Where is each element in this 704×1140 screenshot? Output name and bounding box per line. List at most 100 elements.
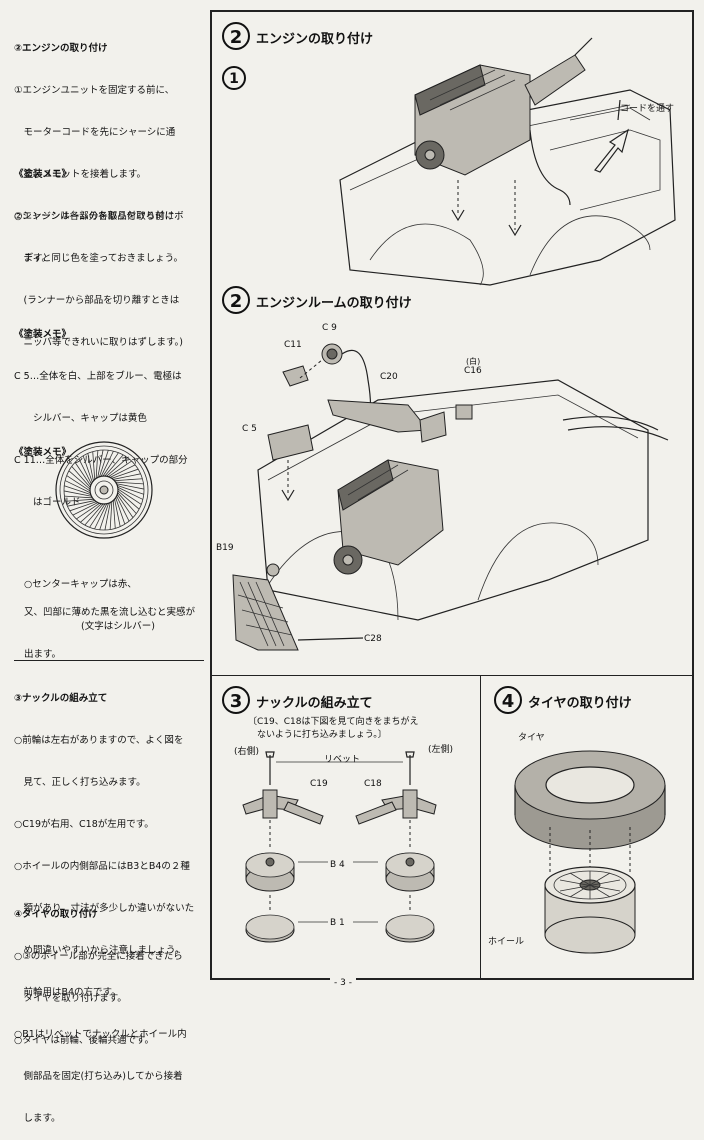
part-label-c16: C16 [464, 366, 482, 376]
wheel-spoke [107, 460, 132, 478]
wheel-spoke [115, 483, 145, 490]
wheel-spoke [87, 453, 95, 483]
paint-memo-title: 《塗装メモ》 [14, 329, 72, 340]
wheel-spoke [80, 502, 103, 523]
part-label-b4: B 4 [330, 860, 345, 870]
wheel-spoke [74, 462, 92, 487]
wheel-spoke [89, 502, 107, 528]
part-label-c11: C11 [284, 340, 302, 350]
cord-label: コードを通す [620, 104, 675, 114]
wheel-spoke [101, 452, 119, 478]
wheel-spoke [98, 450, 109, 479]
part-label-b19: B19 [216, 543, 234, 553]
sub-step-number: 1 [222, 66, 246, 90]
left-side-label: (左側) [428, 745, 454, 755]
wheel-spoke [92, 451, 96, 481]
wheel-spoke [78, 458, 93, 486]
part-label-b1: B 1 [330, 918, 345, 928]
paint-memo-line: C 5…全体を白、上部をブルー、電極は [14, 371, 182, 382]
knuckle-direction-note: 〔C19、C18は下図を見て向きをまちがえ ないように打ち込みましょう。〕 [248, 717, 419, 740]
page-number: - 3 - [330, 978, 356, 988]
engine-note-line: し、ユニットを接着します。 [14, 169, 147, 180]
part-label-c28: C28 [364, 634, 382, 644]
step-number: 3 [222, 686, 250, 714]
wheel-spoke [71, 466, 92, 489]
step-title: エンジンの取り付け [256, 32, 374, 47]
tire-note: ④タイヤの取り付け ○③のホイール部が完全に接着できたら タイヤを取り付けます。… [14, 880, 183, 1062]
wire-wheel-illustration [55, 441, 153, 539]
wheel-spoke [100, 450, 114, 478]
engine-note-line: モーターコードを先にシャーシに通 [14, 127, 176, 138]
knuckle-note-line: ○ホイールの内側部品にはB3とB4の２種 [14, 861, 190, 872]
paint-memo-line: ○シャーシは各部分を取り付ける前にボ [14, 211, 184, 222]
knuckle-note-line: 類があり、寸法が多少しか違いがないた [14, 903, 195, 914]
paint-memo-wheel: ○センターキャップは赤、 (文字はシルバー) [24, 550, 155, 648]
engine-note-line: ②エンジンルームの各部品を取り付け [14, 211, 175, 222]
paint-memo-line: ディと同じ色を塗っておきましょう。 [14, 253, 184, 264]
wheel-spoke [108, 464, 136, 479]
paint-memo-line: はゴールド [14, 497, 81, 508]
wheel-spoke [116, 493, 134, 518]
paint-memo-chassis: 《塗装メモ》 ○シャーシは各部分を取り付ける前にボ ディと同じ色を塗っておきまし… [14, 140, 184, 280]
paint-memo-wheel-2: 又、凹部に薄めた黒を流し込むと実感が 出ます。 [24, 578, 195, 676]
knuckle-note-line: め間違いやすいから注意しましょう。 [14, 945, 185, 956]
part-label-c5: C 5 [242, 424, 257, 434]
wheel-spoke [64, 495, 94, 499]
wheel-spoke [115, 484, 144, 495]
engine-note-line: ①エンジンユニットを固定する前に、 [14, 85, 175, 96]
wheel-spoke [82, 455, 94, 484]
instruction-frame [210, 10, 694, 980]
paint-memo-parts: 《塗装メモ》 C 5…全体を白、上部をブルー、電極は シルバー、キャップは黄色 … [14, 300, 188, 524]
right-side-label: (右側) [234, 747, 260, 757]
step-title: タイヤの取り付け [528, 696, 632, 711]
step-divider [212, 675, 692, 676]
paint-memo-title: 《塗装メモ》 [14, 169, 72, 180]
paint-memo-line: (文字はシルバー) [24, 621, 155, 632]
step-number: 2 [222, 22, 250, 50]
wheel-spoke [94, 502, 108, 530]
wheel-spoke [111, 473, 141, 481]
wheel-spoke [64, 485, 93, 496]
wheel-label: ホイール [488, 937, 525, 947]
knuckle-note-title: ③ナックルの組み立て [14, 693, 108, 704]
wheel-spoke [69, 500, 98, 512]
wheel-spoke [114, 496, 126, 525]
wheel-spoke [104, 501, 111, 531]
knuckle-note-line: ○前輪は左右がありますので、よく図を [14, 735, 184, 746]
part-label-c16-note: (白) [466, 357, 481, 366]
wheel-spoke [113, 497, 121, 527]
rivet-label: リベット [324, 755, 361, 765]
wheel-spoke [65, 498, 95, 502]
engine-note-line: ます。 [14, 253, 52, 264]
knuckle-note-line: ○C19が右用、C18が左用です。 [14, 819, 154, 830]
step-title: エンジンルームの取り付け [256, 296, 412, 311]
paint-memo-line: 出ます。 [24, 649, 62, 660]
tire-note-line: ○タイヤは前輪、後輪共通です。 [14, 1035, 155, 1046]
wheel-spoke [112, 499, 116, 529]
engine-room-diagram [232, 343, 669, 651]
knuckle-note-line: 側部品を固定(打ち込み)してから接着 [14, 1071, 183, 1082]
wheel-spoke [68, 470, 92, 491]
part-label-c20: C20 [380, 372, 398, 382]
tire-note-title: ④タイヤの取り付け [14, 909, 98, 920]
tire-note-line: ○③のホイール部が完全に接着できたら [14, 951, 183, 962]
step-number: 2 [222, 286, 250, 314]
wheel-spoke [72, 501, 100, 516]
wheel-spoke [66, 475, 92, 493]
wheel-spoke [115, 494, 130, 522]
step-title: ナックルの組み立て [256, 696, 373, 711]
tire-note-line: タイヤを取り付けます。 [14, 993, 127, 1004]
wheel-spoke [116, 487, 142, 505]
knuckle-note-line: 見て、正しく打ち込みます。 [14, 777, 146, 788]
wheel-spoke [76, 502, 101, 520]
tire-label: タイヤ [518, 733, 545, 743]
wheel-spoke [110, 468, 139, 480]
step-number: 4 [494, 686, 522, 714]
paint-memo-line: 又、凹部に薄めた黒を流し込むと実感が [24, 607, 196, 618]
part-label-c18: C18 [364, 779, 382, 789]
wheel-spoke [97, 449, 104, 479]
wheel-spoke [103, 454, 124, 478]
wheel-spoke [63, 490, 93, 497]
wheel-spoke [64, 480, 92, 494]
wheel-spoke [116, 489, 140, 510]
